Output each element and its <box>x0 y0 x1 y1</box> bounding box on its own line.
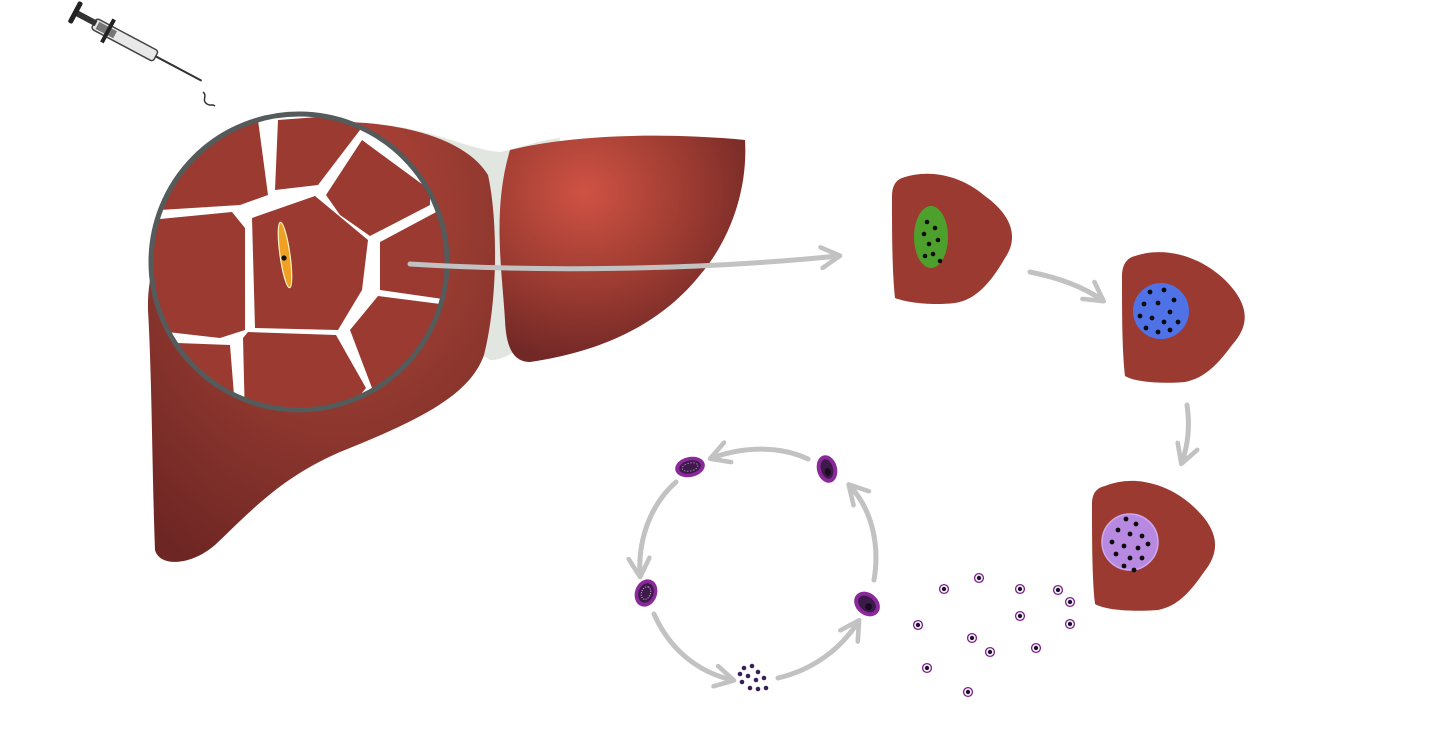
merozoite <box>755 669 761 675</box>
red-blood-cell-icon <box>816 455 838 483</box>
nucleus <box>1143 325 1149 331</box>
merozoite <box>737 671 743 677</box>
nucleus <box>1131 567 1137 573</box>
merozoite <box>1067 621 1073 627</box>
hepatocyte <box>326 140 430 236</box>
nucleus <box>1121 543 1127 549</box>
red-blood-cell-icon <box>854 591 880 617</box>
merozoite <box>747 685 753 691</box>
sporozoite-nucleus <box>281 255 287 261</box>
merozoite <box>915 622 921 628</box>
merozoite <box>749 663 755 669</box>
nucleus <box>1109 539 1115 545</box>
sporozoite-squiggle <box>202 91 216 107</box>
merozoite <box>1067 599 1073 605</box>
nucleus <box>921 231 927 237</box>
nucleus <box>932 225 938 231</box>
parasite-nuclei <box>921 219 943 264</box>
merozoite <box>1017 613 1023 619</box>
arrow-icon <box>407 256 838 272</box>
arrow-icon <box>651 611 732 680</box>
merozoite <box>965 689 971 695</box>
arrow-icon <box>640 479 679 575</box>
arrow-icon <box>712 449 811 459</box>
nucleus <box>924 219 930 225</box>
hepatocyte <box>380 210 447 300</box>
merozoite <box>761 675 767 681</box>
hepatocyte <box>160 120 268 210</box>
nucleus <box>926 241 932 247</box>
parasite-nuclei <box>1137 287 1181 335</box>
nucleus <box>1137 313 1143 319</box>
mature-schizont-cell <box>1092 480 1216 611</box>
sporozoite <box>277 221 293 289</box>
arrow-icon <box>1027 269 1102 300</box>
red-blood-cell-icon <box>634 579 658 607</box>
syringe-icon <box>68 1 203 82</box>
merozoite <box>969 635 975 641</box>
nucleus <box>1145 541 1151 547</box>
merozoite <box>741 665 747 671</box>
nucleus <box>1135 545 1141 551</box>
merozoite <box>941 586 947 592</box>
nucleus <box>1167 327 1173 333</box>
nucleus <box>1115 527 1121 533</box>
nucleus <box>930 251 936 257</box>
nucleus <box>1161 287 1167 293</box>
nucleus <box>935 237 941 243</box>
nucleus <box>937 258 943 264</box>
nucleus <box>1175 319 1181 325</box>
merozoite <box>1033 645 1039 651</box>
merozoite <box>976 575 982 581</box>
parasite-icon <box>1133 283 1189 339</box>
merozoite <box>1055 587 1061 593</box>
nucleus <box>1141 301 1147 307</box>
nucleus <box>1147 289 1153 295</box>
early-liver-stage-cell <box>892 173 1013 305</box>
hepatocyte <box>243 332 366 410</box>
nucleus <box>1121 563 1127 569</box>
nucleus <box>1127 555 1133 561</box>
nucleus <box>1139 533 1145 539</box>
nucleus <box>1113 551 1119 557</box>
nucleus <box>1167 309 1173 315</box>
nucleus <box>1155 329 1161 335</box>
merozoite <box>755 686 761 692</box>
liver-right-lobe <box>499 135 746 362</box>
merozoite <box>739 679 745 685</box>
nucleus <box>1161 319 1167 325</box>
nucleus <box>1139 555 1145 561</box>
arrow-icon <box>850 486 879 583</box>
merozoite <box>745 673 751 679</box>
nucleus <box>1123 516 1129 522</box>
infected-hepatocyte <box>892 173 1013 305</box>
merozoite <box>763 685 769 691</box>
nucleus <box>1155 300 1161 306</box>
arrow-icon <box>775 622 858 681</box>
burst-merozoites <box>737 663 769 692</box>
nucleus <box>1127 531 1133 537</box>
nucleus <box>922 253 928 259</box>
nucleus <box>1133 521 1139 527</box>
parasite-icon <box>914 206 948 268</box>
parasite-nuclei <box>1109 516 1151 573</box>
nucleus <box>1171 297 1177 303</box>
merozoite <box>924 665 930 671</box>
nucleus <box>1149 315 1155 321</box>
magnifier-lens-rim <box>148 111 450 413</box>
hepatocyte <box>151 212 245 338</box>
merozoite <box>1017 586 1023 592</box>
growing-schizont-cell <box>1122 252 1245 383</box>
merozoite <box>987 649 993 655</box>
arrow-icon <box>1182 402 1188 462</box>
merozoite <box>753 677 759 683</box>
hepatocyte <box>275 115 360 190</box>
released-merozoites <box>912 572 1076 698</box>
red-blood-cell-icon <box>675 456 705 478</box>
